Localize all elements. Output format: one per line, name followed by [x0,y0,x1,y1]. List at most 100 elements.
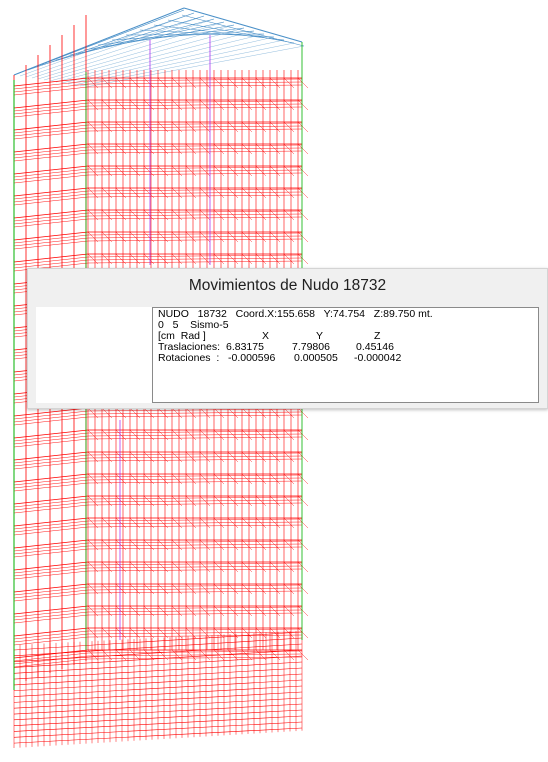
floor-diagonal [101,649,113,661]
floor-diagonal [199,473,211,485]
floor-diagonal [101,561,113,573]
roof-grid-line [167,19,295,44]
floor-diagonal [255,121,267,133]
floor-diagonal [185,407,197,419]
floor-grid-line [13,523,89,533]
floor-diagonal [241,649,253,661]
floor-grid-line [87,543,303,547]
floor-diagonal [185,649,197,661]
floor-grid-line [87,653,303,657]
floor-grid-line [87,656,303,660]
floor-diagonal [115,451,127,463]
units-label: [cm Rad ] [158,330,206,342]
floor-diagonal [185,209,197,221]
floor-diagonal [129,627,141,639]
floor-diagonal [185,121,197,133]
floor-grid-line [13,630,89,640]
floor-diagonal [115,187,127,199]
floor-diagonal [129,495,141,507]
floor-diagonal [241,495,253,507]
floor-diagonal [269,121,281,133]
floor-grid-line [87,260,303,264]
floor-diagonal [241,165,253,177]
floor-diagonal [115,209,127,221]
joint-movements-dialog: Movimientos de Nudo 18732 NUDO 18732 Coo… [27,268,548,409]
floor-grid-line [13,256,89,266]
floor-grid-line [87,128,303,132]
floor-edge [13,77,89,87]
floor-diagonal [115,473,127,485]
floor-diagonal [157,99,169,111]
floor-diagonal [199,649,211,661]
floor-diagonal [157,253,169,265]
floor-grid-line [13,548,89,558]
floor-diagonal [297,517,309,529]
floor-grid-line [13,215,89,225]
roof-grid-line [85,45,305,88]
floor-diagonal [297,627,309,639]
roof-grid-line [37,21,225,80]
floor-grid-line [13,410,89,420]
floor-diagonal [185,99,197,111]
floor-diagonal [227,209,239,221]
floor-diagonal [297,231,309,243]
floor-diagonal [101,451,113,463]
floor-diagonal [213,429,225,441]
floor-edge [13,429,89,439]
floor-diagonal [101,407,113,419]
floor-grid-line [13,102,89,112]
floor-grid-line [87,480,303,484]
floor-diagonal [185,77,197,89]
floor-grid-line [13,504,89,514]
floor-diagonal [157,627,169,639]
floor-diagonal [115,77,127,89]
roof-grid-line [49,27,245,82]
floor-diagonal [297,143,309,155]
floor-diagonal [255,231,267,243]
floor-diagonal [269,99,281,111]
roof-grid-line [55,30,255,83]
floor-diagonal [199,407,211,419]
floor-diagonal [115,121,127,133]
floor-diagonal [143,77,155,89]
floor-edge [13,517,89,527]
floor-grid-line [13,435,89,445]
floor-diagonal [157,517,169,529]
floor-grid-line [13,498,89,508]
roof-grid-line [19,12,195,77]
floor-grid-line [87,584,303,588]
floor-grid-line [13,432,89,442]
floor-grid-line [13,526,89,536]
floor-diagonal [227,187,239,199]
floor-diagonal [199,77,211,89]
floor-diagonal [87,451,99,463]
floor-grid-line [13,586,89,596]
floor-diagonal [129,649,141,661]
floor-grid-line [87,524,303,528]
floor-grid-line [87,609,303,613]
floor-diagonal [227,77,239,89]
roof-grid [13,7,305,88]
floor-diagonal [227,165,239,177]
floor-diagonal [143,231,155,243]
floor-diagonal [157,165,169,177]
floor-diagonal [129,451,141,463]
roof-grid-line [111,30,255,41]
floor-diagonal [87,253,99,265]
floor-diagonal [115,561,127,573]
floor-grid-line [13,545,89,555]
floor-diagonal [227,495,239,507]
floor-grid-line [13,212,89,222]
floor-grid-line [87,188,303,192]
floor-diagonal [297,451,309,463]
floor-diagonal [297,605,309,617]
floor-edge [13,627,89,637]
floor-diagonal [185,561,197,573]
floor-grid-line [13,457,89,467]
floor-grid-line [13,567,89,577]
floor-edge [13,583,89,593]
floor-diagonal [199,429,211,441]
floor-diagonal [199,451,211,463]
floor-diagonal [199,231,211,243]
